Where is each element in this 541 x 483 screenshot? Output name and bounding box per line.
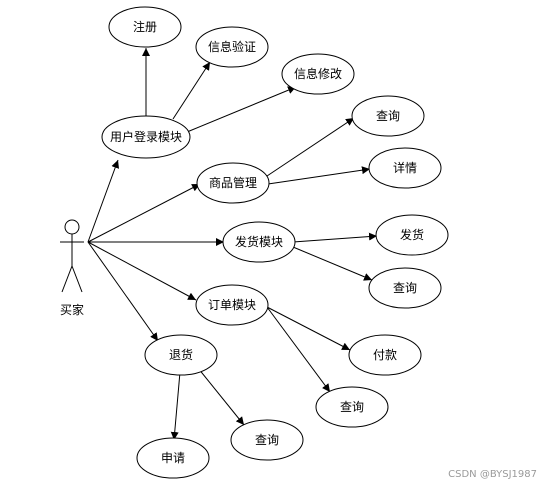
edge-shipping-to-query — [292, 246, 373, 281]
edge-product-to-detail — [267, 166, 371, 185]
edge-actor-to-product-management — [87, 183, 201, 243]
use-case-order-query-label: 查询 — [340, 400, 364, 414]
edge-product-to-query — [266, 117, 355, 177]
use-case-info-edit-label: 信息修改 — [294, 66, 342, 81]
edge-order-to-pay — [266, 306, 351, 351]
actor-label: 买家 — [60, 302, 84, 317]
edge-actor-to-order-module — [87, 241, 197, 301]
use-case-pay-label: 付款 — [373, 348, 397, 362]
use-case-detail: 详情 — [368, 147, 442, 189]
use-case-apply-label: 申请 — [161, 451, 185, 465]
actor-right-leg — [71, 265, 83, 293]
use-case-user-login-module: 用户登录模块 — [101, 115, 191, 159]
edge-login-to-info-edit — [186, 86, 297, 133]
use-case-ship-label: 发货 — [400, 227, 424, 242]
use-case-detail-label: 详情 — [393, 160, 417, 175]
edge-login-to-info-verify — [172, 61, 211, 120]
use-case-pay: 付款 — [348, 334, 422, 376]
use-case-product-query: 查询 — [351, 95, 425, 137]
use-case-shipping-query-label: 查询 — [393, 281, 417, 295]
edge-order-to-query — [266, 306, 331, 393]
edge-actor-to-login — [87, 159, 120, 243]
associations — [87, 48, 378, 441]
use-case-order-module: 订单模块 — [195, 284, 269, 326]
actor-head-icon — [64, 219, 80, 235]
edge-return-to-query — [197, 367, 245, 426]
use-case-shipping-query: 查询 — [368, 267, 442, 309]
use-case-shipping-module: 发货模块 — [222, 221, 296, 263]
edge-actor-to-return — [87, 241, 159, 342]
edge-return-to-apply — [170, 371, 181, 441]
use-case-shipping-module-label: 发货模块 — [235, 234, 283, 249]
use-case-info-verify-label: 信息验证 — [208, 39, 256, 54]
use-case-ship: 发货 — [375, 214, 449, 256]
edge-shipping-to-ship — [292, 232, 378, 243]
use-case-return-query: 查询 — [230, 419, 304, 461]
use-case-product-query-label: 查询 — [376, 109, 400, 123]
use-case-return: 退货 — [144, 334, 218, 376]
use-case-info-verify: 信息验证 — [195, 26, 269, 68]
watermark: CSDN @BYSJ1987 — [448, 469, 537, 480]
use-case-register-label: 注册 — [133, 19, 157, 34]
use-case-order-query: 查询 — [315, 386, 389, 428]
use-case-product-management: 商品管理 — [196, 162, 270, 204]
use-case-order-module-label: 订单模块 — [208, 298, 256, 312]
actor-buyer: 买家 — [60, 219, 84, 317]
use-case-info-edit: 信息修改 — [281, 53, 355, 95]
actor-left-leg — [61, 265, 73, 293]
use-case-return-query-label: 查询 — [255, 433, 279, 447]
use-case-user-login-module-label: 用户登录模块 — [110, 129, 182, 144]
use-case-product-management-label: 商品管理 — [209, 175, 257, 190]
use-case-return-label: 退货 — [169, 347, 193, 362]
use-case-register: 注册 — [108, 6, 182, 48]
use-case-apply: 申请 — [136, 437, 210, 479]
